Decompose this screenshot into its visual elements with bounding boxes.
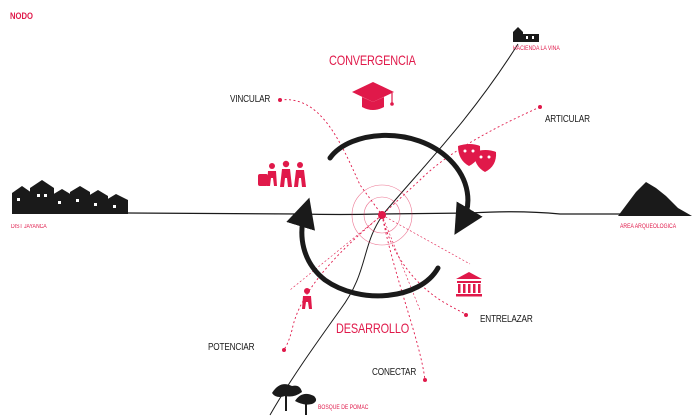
node-rings — [289, 184, 471, 311]
endpoint-dots — [278, 98, 542, 382]
graduation-cap-icon — [352, 82, 394, 110]
person-icon — [302, 288, 312, 309]
theater-masks-icon — [458, 144, 497, 172]
diagonal-road — [269, 43, 519, 416]
area-arqueologica-label: ÁREA ARQUEOLÓGICA — [620, 224, 677, 230]
conectar-label: CONECTAR — [372, 367, 417, 378]
bosque-label: BOSQUE DE PÓMAC — [318, 405, 369, 411]
hacienda-icon — [513, 27, 539, 42]
museum-icon — [456, 272, 482, 297]
hacienda-label: HACIENDA LA VIÑA — [513, 46, 560, 52]
diagram-title: NODO — [10, 11, 33, 21]
dist-jayanca-label: DIST JAYANCA — [11, 224, 47, 230]
mountain-icon — [618, 182, 692, 216]
vincular-label: VINCULAR — [230, 94, 271, 105]
family-icon — [258, 160, 306, 187]
town-icon — [12, 180, 128, 214]
articular-label: ARTICULAR — [545, 114, 590, 125]
cycle-arrow-bottom — [286, 197, 441, 299]
potenciar-label: POTENCIAR — [208, 342, 255, 353]
baseline — [127, 211, 620, 216]
cycle-arrow-top — [327, 132, 483, 235]
connector-curves — [279, 99, 541, 381]
entrelazar-label: ENTRELAZAR — [480, 314, 533, 325]
central-node-dot — [378, 211, 386, 219]
convergencia-label: CONVERGENCIA — [329, 52, 416, 68]
trees-icon — [272, 384, 317, 415]
desarrollo-label: DESARROLLO — [336, 320, 410, 336]
